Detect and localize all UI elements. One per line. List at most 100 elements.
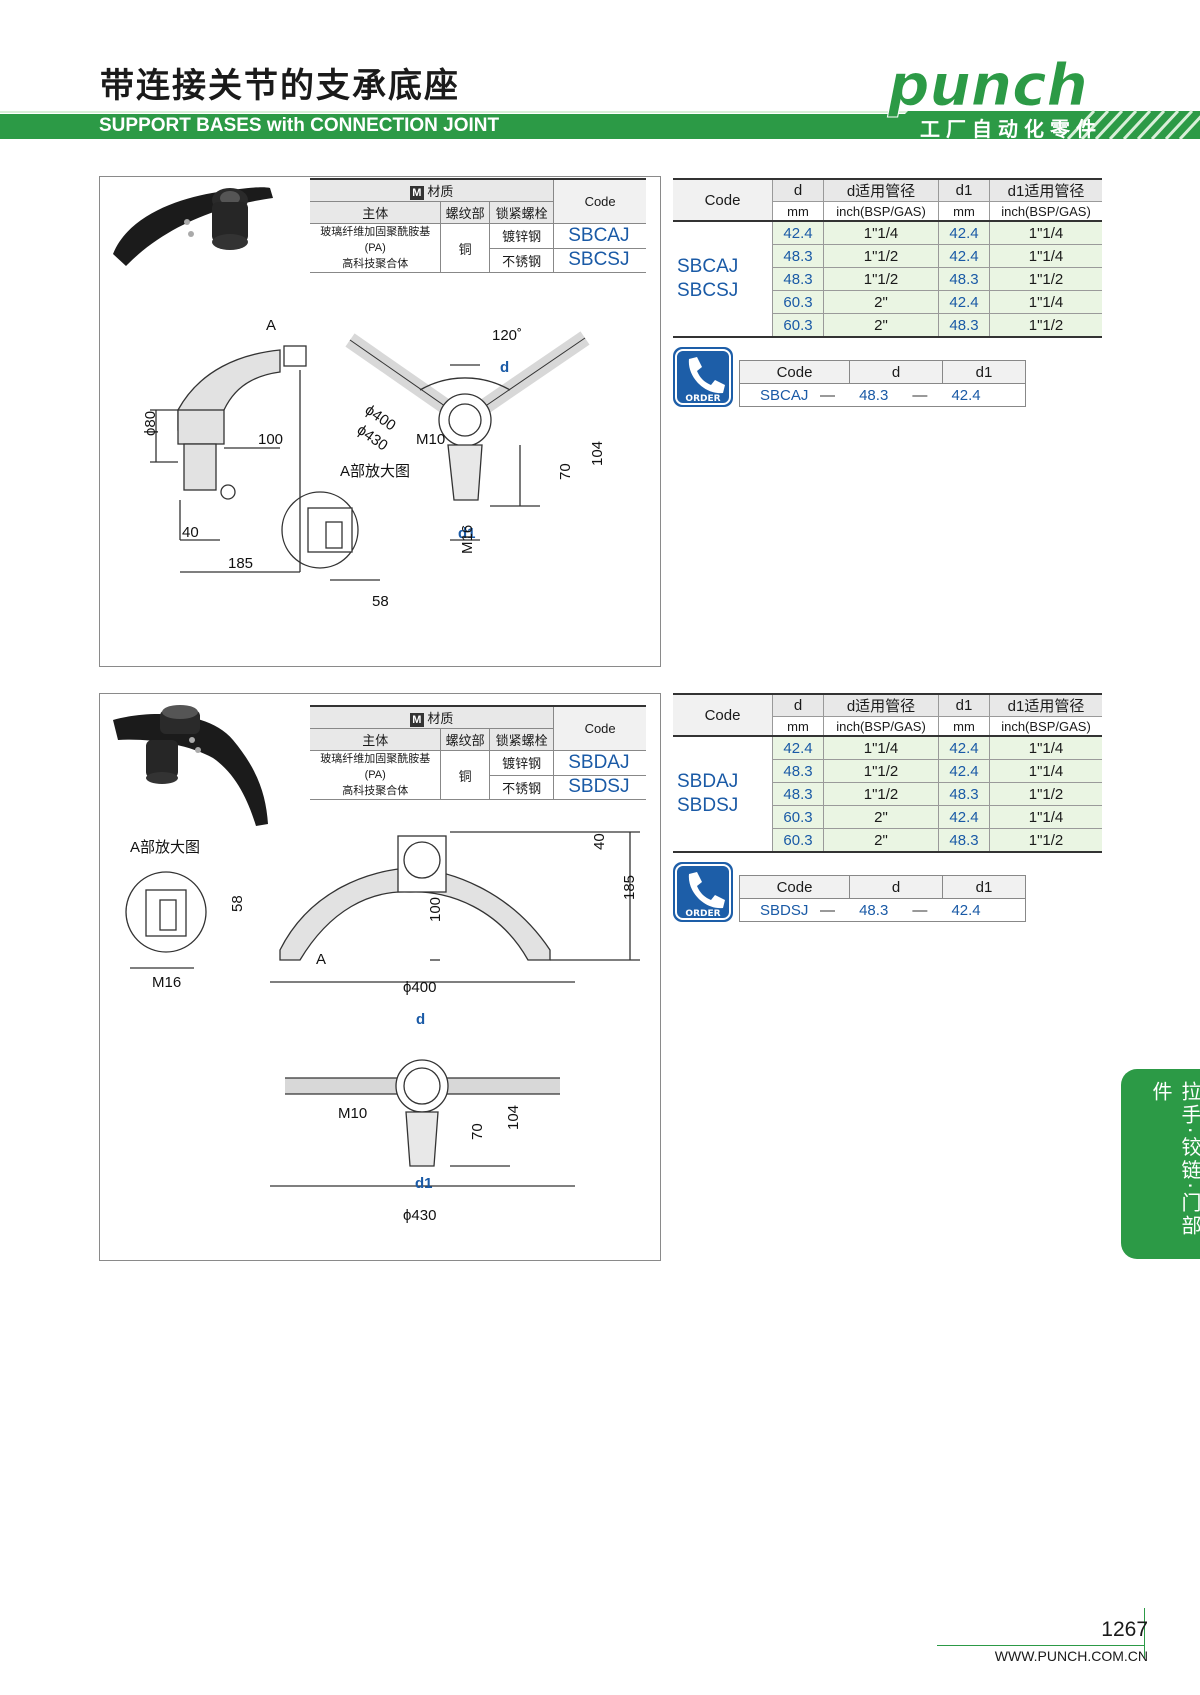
cell-d1: 42.4 — [938, 736, 990, 760]
dim-104: 104 — [589, 441, 606, 466]
order-code-header: Code — [776, 878, 813, 896]
material-table-1: M 材质 Code 主体 螺纹部 锁紧螺栓 玻璃纤维加固聚酰胺基(PA)高科技聚… — [310, 178, 646, 273]
order-dash: — — [820, 386, 836, 404]
cell-d1p: 1"1/4 — [989, 290, 1102, 314]
spec-mm: mm — [772, 716, 824, 737]
spec-code: SBDAJ — [677, 771, 739, 792]
cell-d1p: 1"1/2 — [989, 782, 1102, 806]
spec-code: SBCSJ — [677, 280, 739, 301]
material-label: 材质 — [427, 711, 454, 726]
detail-label: A部放大图 — [130, 839, 200, 856]
order-d-header: d — [849, 360, 943, 384]
spec-dpipe-header: d适用管径 — [823, 179, 939, 202]
dim-m10: M10 — [338, 1105, 367, 1122]
dim-phi430: ϕ430 — [403, 1207, 436, 1224]
cell-d1p: 1"1/4 — [989, 736, 1102, 760]
footer-line — [937, 1645, 1145, 1646]
order-code: SBCAJ — [760, 386, 809, 404]
product-photo-sbcaj — [113, 187, 273, 266]
spec-d1pipe-header: d1适用管径 — [989, 179, 1102, 202]
cell-d: 48.3 — [772, 759, 824, 783]
spec-mm: mm — [938, 716, 990, 737]
material-body2: 高科技聚合体 — [342, 258, 409, 270]
material-label: 材质 — [427, 184, 454, 199]
order-d1: 42.4 — [951, 901, 981, 919]
dim-70: 70 — [469, 1123, 486, 1140]
code-value: SBCAJ — [553, 223, 646, 249]
section1-drawing-panel — [99, 176, 661, 667]
material-body: 玻璃纤维加固聚酰胺基(PA) — [320, 226, 431, 254]
order-label: ORDER — [685, 394, 720, 404]
cell-d1p: 1"1/2 — [989, 267, 1102, 291]
cell-dp: 1"1/2 — [823, 267, 939, 291]
logo-word: punch — [887, 55, 1088, 119]
cell-d1p: 1"1/4 — [989, 805, 1102, 829]
product-photo-sbdaj — [113, 705, 268, 826]
spec-mm: mm — [772, 201, 824, 222]
cell-d: 48.3 — [772, 267, 824, 291]
code-value: SBCSJ — [553, 248, 646, 273]
cell-d1: 42.4 — [938, 805, 990, 829]
order-table-2: Code d d1 SBDSJ — 48.3 — 42.4 — [739, 875, 1026, 922]
material-table-2: M 材质 Code 主体 螺纹部 锁紧螺栓 玻璃纤维加固聚酰胺基(PA)高科技聚… — [310, 705, 646, 800]
page-number: 1267 — [1101, 1618, 1148, 1641]
code-header: Code — [553, 706, 646, 751]
cell-dp: 2" — [823, 290, 939, 314]
spec-code: SBCAJ — [677, 256, 739, 277]
footer-vline — [1144, 1608, 1145, 1658]
cell-d1: 42.4 — [938, 759, 990, 783]
dim-58: 58 — [229, 895, 246, 912]
cell-d1: 48.3 — [938, 782, 990, 806]
order-d1-header: d1 — [942, 360, 1026, 384]
code-value: SBDSJ — [553, 775, 646, 800]
cell-d: 60.3 — [772, 828, 824, 853]
order-code: SBDSJ — [760, 901, 809, 919]
material-icon: M — [409, 186, 424, 200]
order-d: 48.3 — [859, 901, 889, 919]
section2-drawing-panel — [99, 693, 661, 1261]
dim-d1: d1 — [458, 525, 476, 542]
bolt-material: 镀锌钢 — [488, 223, 554, 249]
cell-d1: 48.3 — [938, 267, 990, 291]
bolt-material: 不锈钢 — [488, 775, 554, 800]
order-code-header: Code — [776, 363, 813, 381]
thread-material: 铜 — [440, 223, 490, 273]
dim-70: 70 — [557, 463, 574, 480]
code-value: SBDAJ — [553, 750, 646, 776]
spec-code-header: Code — [673, 179, 773, 222]
cell-dp: 1"1/4 — [823, 221, 939, 245]
dim-a: A — [316, 951, 326, 968]
page-subtitle: SUPPORT BASES with CONNECTION JOINT — [99, 115, 500, 136]
order-d-header: d — [849, 875, 943, 899]
main-header: 主体 — [310, 728, 441, 751]
cell-d1p: 1"1/4 — [989, 759, 1102, 783]
cell-dp: 1"1/2 — [823, 759, 939, 783]
order-dash: — — [912, 386, 928, 404]
order-table-1: Code d d1 SBCAJ — 48.3 — 42.4 — [739, 360, 1026, 407]
side-tab-label: 拉手·铰链·门部件 — [1149, 1081, 1200, 1238]
dim-d1: d1 — [415, 1175, 433, 1192]
cell-d1p: 1"1/4 — [989, 244, 1102, 268]
material-body: 玻璃纤维加固聚酰胺基(PA) — [320, 753, 431, 781]
dim-185: 185 — [228, 555, 253, 572]
cell-d1: 48.3 — [938, 828, 990, 853]
dim-d: d — [416, 1011, 425, 1028]
cell-d1p: 1"1/2 — [989, 828, 1102, 853]
cell-dp: 1"1/2 — [823, 782, 939, 806]
spec-code-header: Code — [673, 694, 773, 737]
footer-url[interactable]: WWW.PUNCH.COM.CN — [994, 1648, 1148, 1664]
bolt-material: 不锈钢 — [488, 248, 554, 273]
cell-d1: 48.3 — [938, 313, 990, 338]
dim-phi80: ϕ80 — [142, 411, 159, 436]
detail-label: A部放大图 — [340, 463, 410, 480]
cell-d: 48.3 — [772, 782, 824, 806]
dim-58: 58 — [372, 593, 389, 610]
dim-100: 100 — [258, 431, 283, 448]
dim-104: 104 — [505, 1105, 522, 1130]
code-header: Code — [553, 179, 646, 224]
category-side-tab[interactable]: 拉手·铰链·门部件 — [1121, 1069, 1200, 1259]
spec-code: SBDSJ — [677, 795, 739, 816]
order-d1: 42.4 — [951, 386, 981, 404]
spec-inch: inch(BSP/GAS) — [823, 716, 939, 737]
cell-dp: 1"1/2 — [823, 244, 939, 268]
